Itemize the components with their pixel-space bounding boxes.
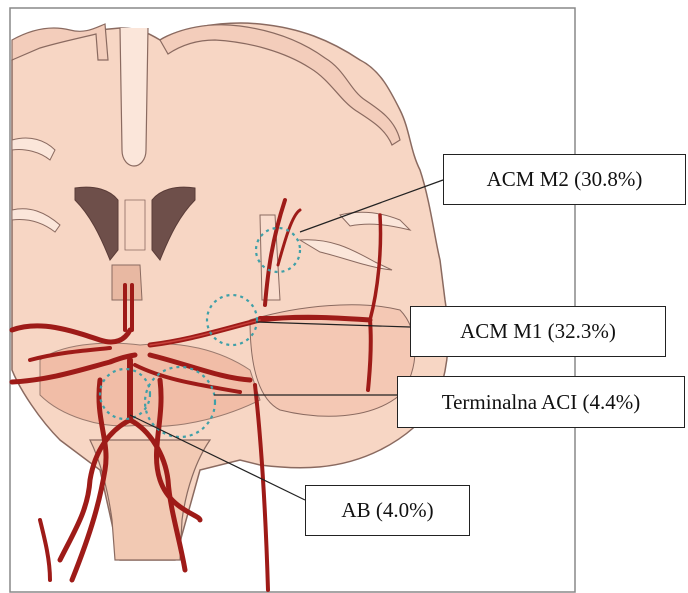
longitudinal-fissure	[120, 28, 148, 166]
third-ventricle	[125, 200, 145, 250]
label-terminal-aci: Terminalna ACI (4.4%)	[397, 376, 685, 428]
label-acm-m2: ACM M2 (30.8%)	[443, 154, 686, 205]
label-acm-m1: ACM M1 (32.3%)	[410, 306, 666, 357]
label-ab: AB (4.0%)	[305, 485, 470, 536]
temporal-lobe	[250, 305, 415, 416]
